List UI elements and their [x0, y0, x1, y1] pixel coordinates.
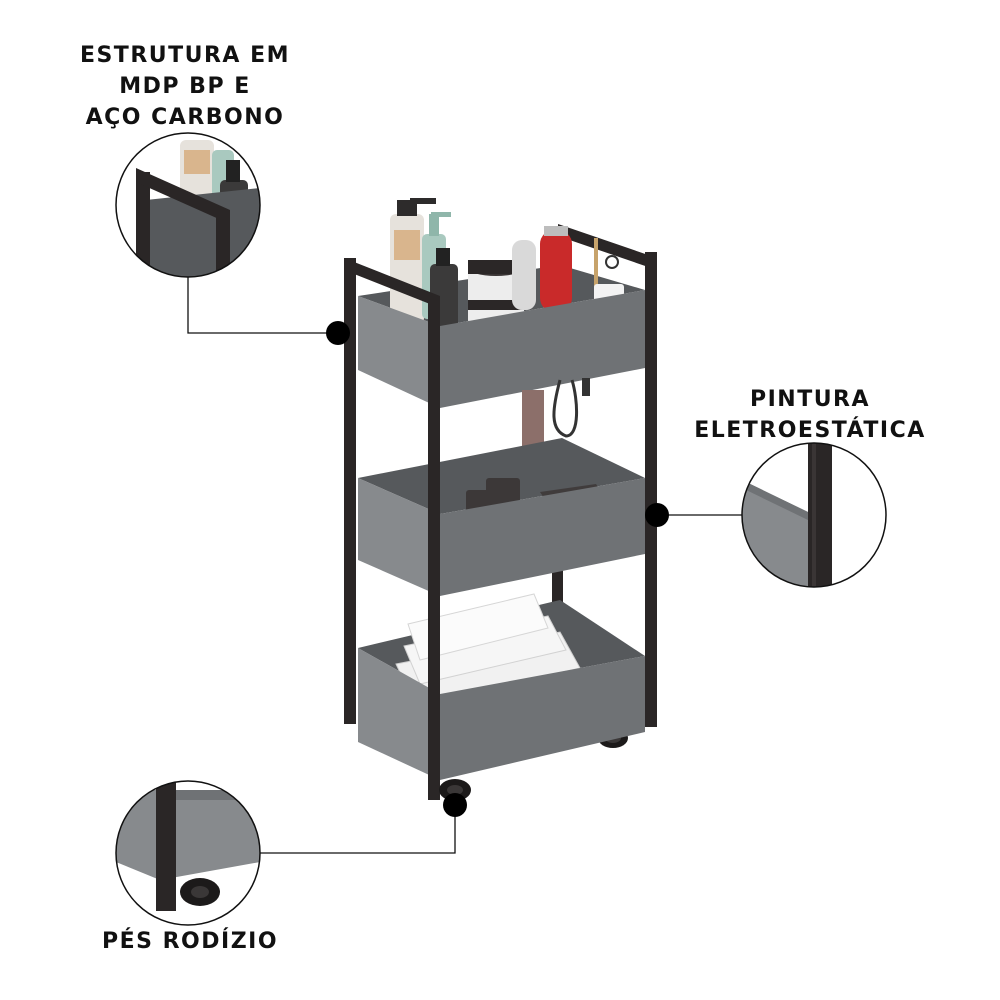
frame-post-back-right: [645, 252, 657, 727]
leader-structure: [187, 277, 338, 334]
zoom-structure: [115, 132, 261, 278]
marker-dot-wheels: [443, 793, 467, 817]
marker-dot-structure: [326, 321, 350, 345]
shelf-middle: [358, 438, 645, 596]
wheel-front: [439, 779, 471, 801]
frame-post-mid-right: [552, 560, 563, 606]
callout-lines: [187, 277, 742, 854]
callout-structure-line-1: ESTRUTURA EM: [79, 43, 291, 68]
shelf-bottom-front: [358, 648, 440, 780]
callout-wheels-line-1: PÉS RODÍZIO: [101, 929, 279, 954]
towels-stack: [395, 593, 581, 707]
callout-label-structure: ESTRUTURA EM MDP BP E AÇO CARBONO: [60, 40, 310, 133]
leader-wheels: [260, 805, 456, 854]
zoom-paint: [741, 442, 887, 588]
trolley-cart: [344, 198, 657, 801]
frame-post-front-left: [344, 258, 356, 724]
callout-structure-line-3: AÇO CARBONO: [85, 105, 285, 130]
frame-rail-top-right: [558, 224, 657, 270]
shelf-top: [358, 198, 645, 408]
callout-label-wheels: PÉS RODÍZIO: [90, 926, 290, 957]
zoom-wheels: [115, 780, 261, 926]
shelf-top-front: [358, 296, 440, 408]
shelf-bottom: [358, 593, 645, 780]
callout-paint-line-2: ELETROESTÁTICA: [694, 418, 926, 443]
jar-cream: [468, 260, 524, 324]
frame-post-front: [428, 298, 440, 800]
hair-clipper-white: [512, 240, 536, 310]
shelf-middle-front: [358, 478, 440, 596]
marker-dot-paint: [645, 503, 669, 527]
callout-paint-line-1: PINTURA: [749, 387, 871, 412]
hair-clipper-red: [540, 226, 572, 312]
frame-rail-top-left: [344, 258, 440, 308]
callout-structure-line-2: MDP BP E: [119, 74, 251, 99]
callout-label-paint: PINTURA ELETROESTÁTICA: [690, 384, 930, 446]
